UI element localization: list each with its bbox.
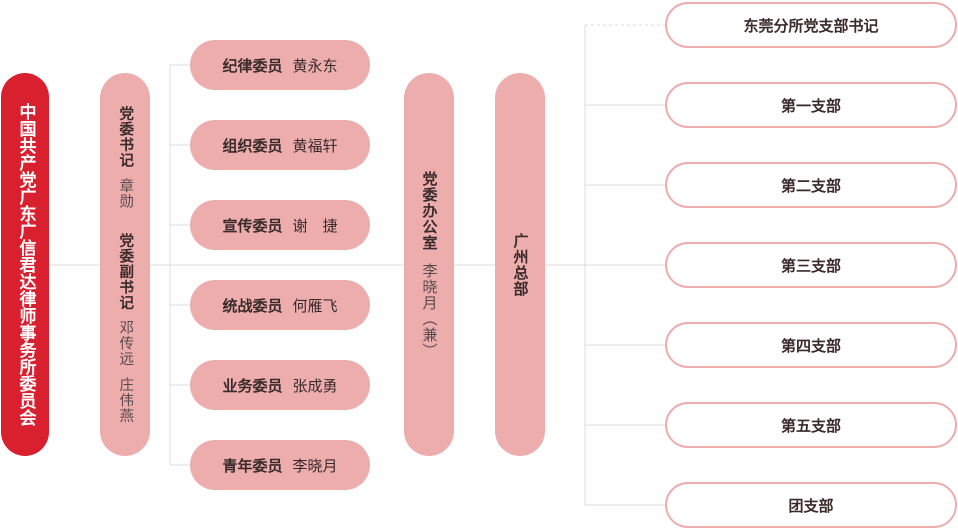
member-name: 谢 捷: [292, 216, 338, 235]
branch-node-4: 第四支部: [665, 322, 957, 368]
guangzhou-hq-label: 广州总部: [511, 232, 530, 297]
branch-label: 第三支部: [780, 256, 841, 275]
branch-node-5: 第五支部: [665, 402, 957, 448]
guangzhou-hq-node: 广州总部: [495, 73, 545, 456]
branch-label: 团支部: [788, 496, 834, 515]
branch-label: 第二支部: [780, 176, 841, 195]
party-office-title: 党委办公室: [420, 170, 439, 251]
deputy-secretary-name: 庄伟燕: [117, 376, 134, 424]
party-committee-label: 中国共产党广东广信君达律师事务所委员会: [15, 103, 36, 426]
branch-label: 第五支部: [780, 416, 841, 435]
party-office-name: 李晓月（兼）: [420, 262, 439, 359]
deputy-secretary-title: 党委副书记: [117, 232, 134, 311]
member-node-discipline: 纪律委员 黄永东: [190, 40, 370, 90]
secretary-title: 党委书记: [117, 105, 134, 168]
member-role: 青年委员: [222, 456, 283, 475]
secretary-node: 党委书记 章勋 党委副书记 邓传远 庄伟燕: [100, 73, 150, 456]
member-role: 业务委员: [222, 376, 283, 395]
branch-node-3: 第三支部: [665, 242, 957, 288]
party-committee-node: 中国共产党广东广信君达律师事务所委员会: [1, 73, 49, 456]
branch-label: 东莞分所党支部书记: [743, 16, 879, 35]
member-name: 李晓月: [292, 456, 338, 475]
branch-node-dongguan: 东莞分所党支部书记: [665, 2, 957, 48]
member-name: 何雁飞: [292, 296, 338, 315]
member-name: 黄福轩: [292, 136, 338, 155]
party-office-node: 党委办公室 李晓月（兼）: [404, 73, 454, 456]
member-node-publicity: 宣传委员 谢 捷: [190, 200, 370, 250]
branch-label: 第四支部: [780, 336, 841, 355]
deputy-secretary-name: 邓传远: [117, 320, 134, 367]
secretary-name: 章勋: [117, 177, 134, 209]
member-role: 统战委员: [222, 296, 283, 315]
member-node-organization: 组织委员 黄福轩: [190, 120, 370, 170]
member-role: 宣传委员: [222, 216, 283, 235]
branch-label: 第一支部: [780, 96, 841, 115]
branch-node-youth-league: 团支部: [665, 482, 957, 528]
member-name: 黄永东: [292, 56, 338, 75]
member-node-business: 业务委员 张成勇: [190, 360, 370, 410]
member-role: 组织委员: [222, 136, 283, 155]
member-node-youth: 青年委员 李晓月: [190, 440, 370, 490]
member-name: 张成勇: [292, 376, 338, 395]
branch-node-1: 第一支部: [665, 82, 957, 128]
member-node-united-front: 统战委员 何雁飞: [190, 280, 370, 330]
branch-node-2: 第二支部: [665, 162, 957, 208]
member-role: 纪律委员: [222, 56, 283, 75]
